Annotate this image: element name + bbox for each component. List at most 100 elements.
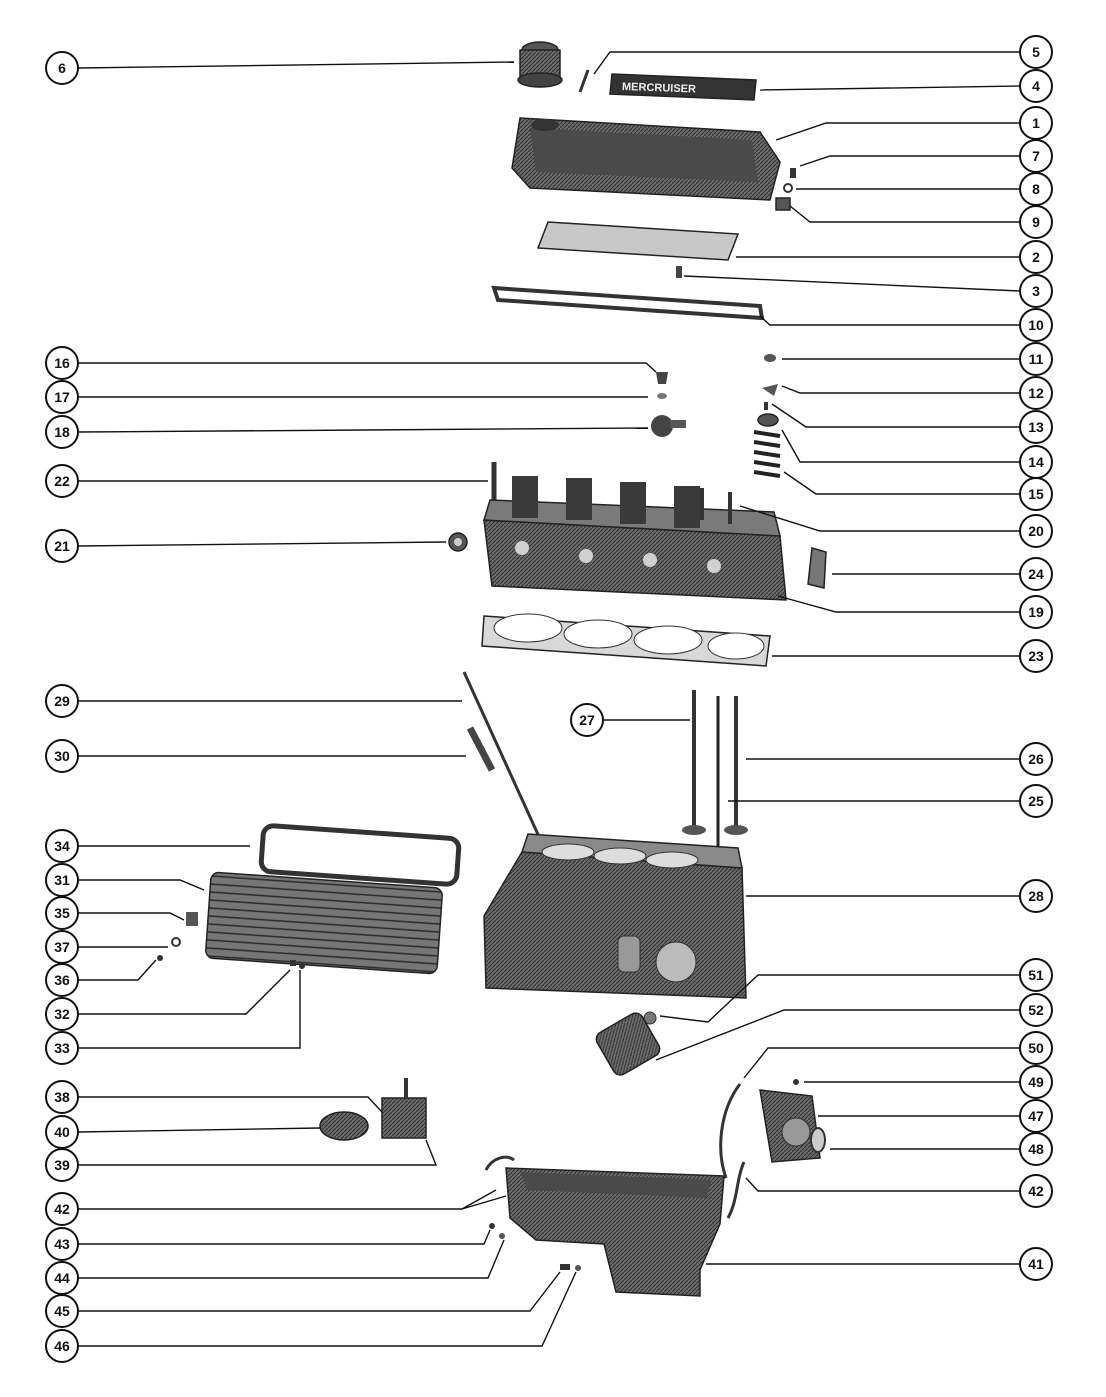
timing-cover xyxy=(759,1089,821,1163)
callouts-right: 5417892310111213141520241923262528515250… xyxy=(1019,35,1053,1281)
callout-number: 12 xyxy=(1028,385,1044,401)
callout-30: 30 xyxy=(45,739,79,773)
callout-9: 9 xyxy=(1019,205,1053,239)
callout-circle xyxy=(45,1031,79,1065)
callout-43: 43 xyxy=(45,1227,79,1261)
callout-circle xyxy=(45,896,79,930)
callout-number: 46 xyxy=(54,1338,70,1354)
cylinder-head-gasket xyxy=(481,613,771,667)
callout-29: 29 xyxy=(45,684,79,718)
engine-mount xyxy=(381,1078,427,1139)
callout-number: 1 xyxy=(1032,115,1040,131)
cover-grommet xyxy=(775,197,791,211)
callout-42: 42 xyxy=(1019,1174,1053,1208)
callout-22: 22 xyxy=(45,464,79,498)
callout-number: 28 xyxy=(1028,888,1044,904)
callout-number: 23 xyxy=(1028,648,1044,664)
dipstick xyxy=(462,671,548,853)
callout-38: 38 xyxy=(45,1080,79,1114)
callout-34: 34 xyxy=(45,829,79,863)
callout-8: 8 xyxy=(1019,172,1053,206)
callout-40: 40 xyxy=(45,1115,79,1149)
rocker-arm xyxy=(651,415,686,437)
valve-rotator xyxy=(762,384,778,396)
callout-4: 4 xyxy=(1019,69,1053,103)
cup-plug xyxy=(448,532,468,552)
callout-number: 30 xyxy=(54,748,70,764)
callouts-left: 6161718222129303431353736323338403942434… xyxy=(45,51,79,1363)
side-cover xyxy=(205,871,443,975)
callout-number: 5 xyxy=(1032,44,1040,60)
callout-number: 40 xyxy=(54,1124,70,1140)
callout-number: 42 xyxy=(1028,1183,1044,1199)
callout-number: 41 xyxy=(1028,1256,1044,1272)
callout-circle xyxy=(45,963,79,997)
drain-plug xyxy=(499,1233,505,1239)
callout-circle xyxy=(45,529,79,563)
callout-number: 18 xyxy=(54,424,70,440)
callout-6: 6 xyxy=(45,51,79,85)
callout-number: 31 xyxy=(54,872,70,888)
rocker-ball-nut xyxy=(656,372,668,384)
callout-10: 10 xyxy=(1019,308,1053,342)
callout-number: 27 xyxy=(579,712,595,728)
side-cover-washer xyxy=(171,937,181,947)
callout-13: 13 xyxy=(1019,410,1053,444)
callout-circle xyxy=(45,829,79,863)
callout-circle xyxy=(1019,514,1053,548)
callout-circle xyxy=(1019,410,1053,444)
dipstick-tube xyxy=(466,726,496,772)
rocker-arm-cover xyxy=(511,117,781,201)
callout-circle xyxy=(45,1192,79,1226)
callout-3: 3 xyxy=(1019,274,1053,308)
callout-33: 33 xyxy=(45,1031,79,1065)
callout-number: 36 xyxy=(54,972,70,988)
valve-lock xyxy=(764,402,768,410)
callout-circle xyxy=(1019,342,1053,376)
callout-27: 27 xyxy=(570,703,604,737)
callout-number: 3 xyxy=(1032,283,1040,299)
callout-number: 24 xyxy=(1028,566,1044,582)
callout-number: 11 xyxy=(1029,351,1044,367)
callout-32: 32 xyxy=(45,997,79,1031)
valve-spring xyxy=(753,430,781,478)
callout-number: 10 xyxy=(1028,317,1044,333)
nameplate: MERCRUISER xyxy=(609,73,757,101)
callout-circle xyxy=(45,346,79,380)
callout-7: 7 xyxy=(1019,139,1053,173)
oil-filler-cap xyxy=(517,41,563,88)
callout-circle xyxy=(1019,595,1053,629)
callout-circle xyxy=(1019,477,1053,511)
callout-44: 44 xyxy=(45,1261,79,1295)
head-bracket xyxy=(807,547,827,589)
callout-number: 14 xyxy=(1028,454,1044,470)
intake-valve xyxy=(682,690,706,835)
callout-42: 42 xyxy=(45,1192,79,1226)
callout-number: 34 xyxy=(54,838,70,854)
cover-screw xyxy=(790,168,796,178)
callout-37: 37 xyxy=(45,930,79,964)
rocker-studs xyxy=(700,488,732,524)
callout-circle xyxy=(1019,1247,1053,1281)
side-cover-fitting xyxy=(186,912,198,926)
valve-cap xyxy=(764,354,776,362)
callout-number: 45 xyxy=(54,1303,70,1319)
callout-number: 37 xyxy=(54,939,70,955)
callout-circle xyxy=(1019,274,1053,308)
spring-damper xyxy=(757,413,779,427)
callout-number: 44 xyxy=(54,1270,70,1286)
callout-circle xyxy=(45,1329,79,1363)
nameplate-screw xyxy=(578,69,590,93)
cylinder-block xyxy=(483,833,747,999)
callout-52: 52 xyxy=(1019,993,1053,1027)
cover-washer xyxy=(783,183,793,193)
callout-46: 46 xyxy=(45,1329,79,1363)
callout-number: 6 xyxy=(58,60,66,76)
callout-circle xyxy=(1019,879,1053,913)
callout-circle xyxy=(1019,1031,1053,1065)
callout-circle xyxy=(1019,1174,1053,1208)
callout-48: 48 xyxy=(1019,1132,1053,1166)
callout-number: 32 xyxy=(54,1006,70,1022)
callout-number: 19 xyxy=(1028,604,1044,620)
timing-cover-screw xyxy=(793,1079,799,1085)
